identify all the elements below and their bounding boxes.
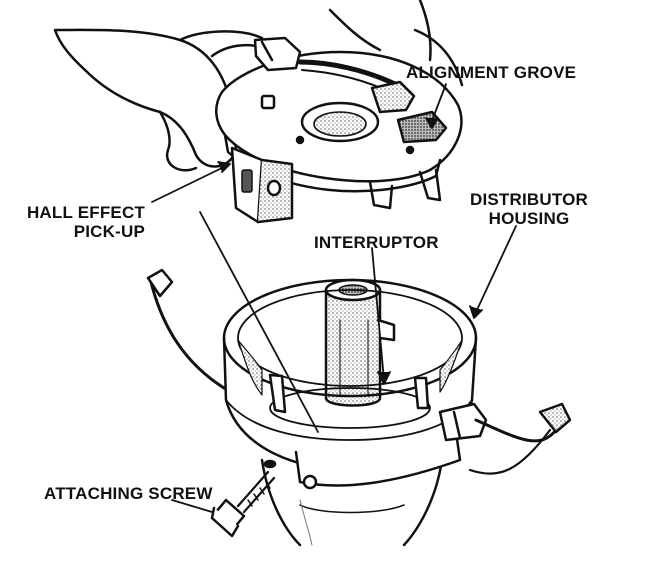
label-alignment-grove: ALIGNMENT GROVE <box>406 63 577 82</box>
label-distributor-housing: DISTRIBUTOR HOUSING <box>469 190 589 228</box>
distributor-housing <box>222 278 488 547</box>
spring-clips <box>146 268 572 475</box>
label-attaching-screw: ATTACHING SCREW <box>44 484 213 503</box>
hall-effect-block <box>230 146 294 224</box>
label-hall-effect-pickup: HALL EFFECT PICK-UP <box>26 203 145 241</box>
attaching-screw-illustration <box>210 459 277 538</box>
label-interruptor: INTERRUPTOR <box>314 233 439 252</box>
leader-lines <box>151 83 517 513</box>
interruptor-shaft <box>324 278 396 407</box>
